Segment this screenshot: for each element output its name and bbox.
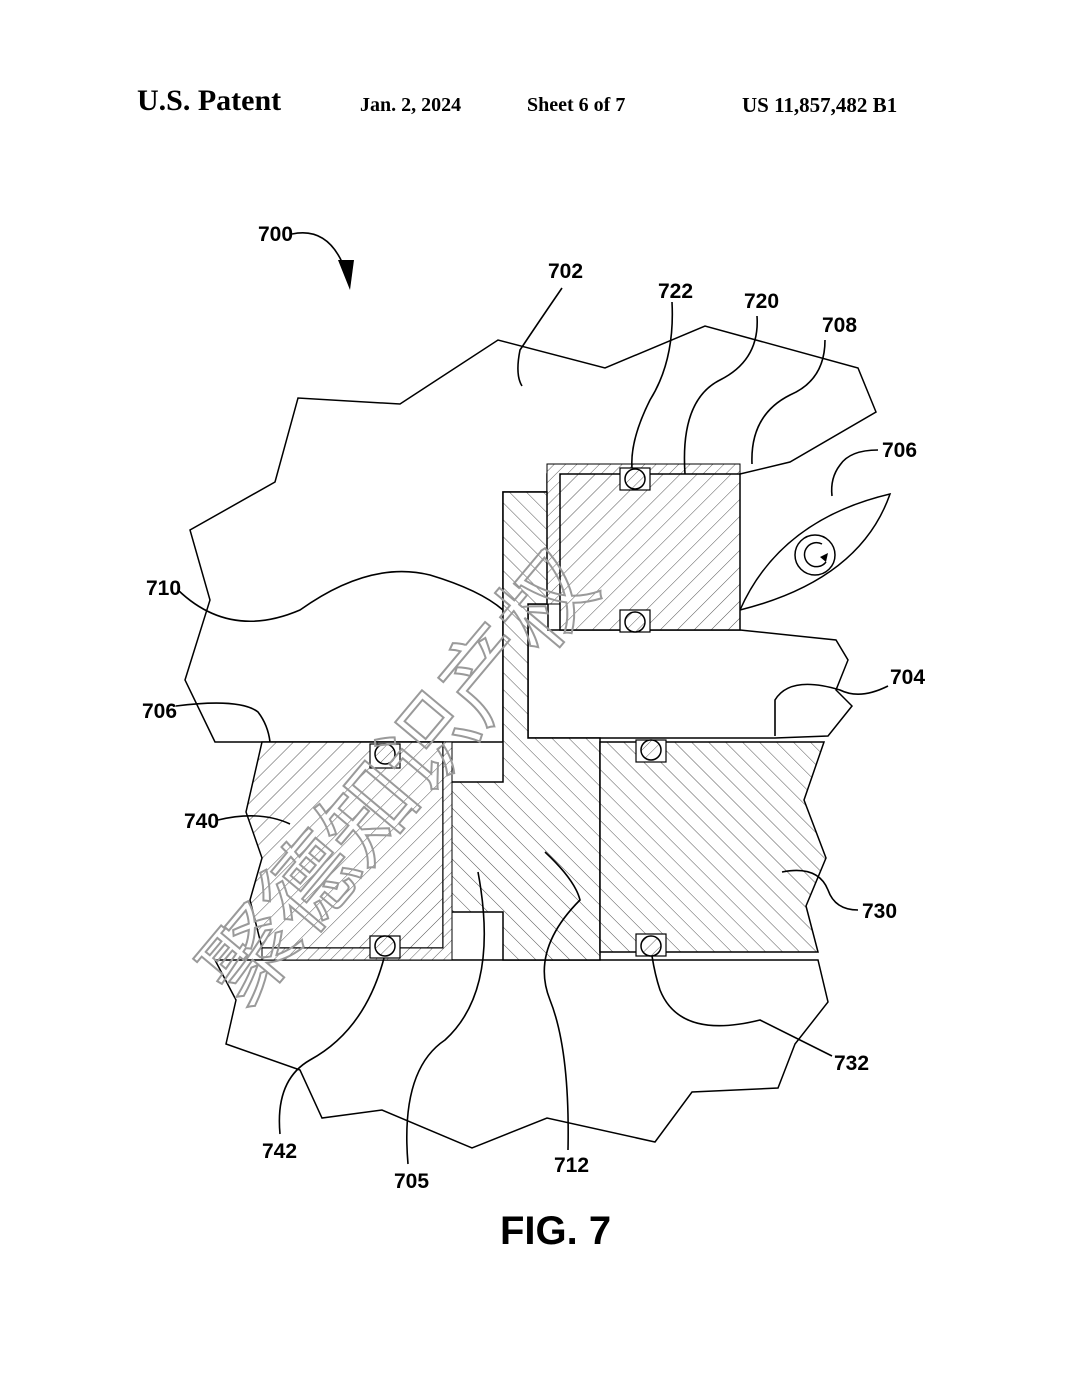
label-742: 742: [262, 1140, 297, 1163]
pin-704: [527, 603, 854, 739]
o-ring-740a: [369, 743, 401, 769]
label-732: 732: [834, 1052, 869, 1075]
cam-pivot: [794, 534, 836, 576]
o-ring-730a: [635, 739, 667, 763]
label-710: 710: [146, 577, 181, 600]
label-706-top: 706: [882, 439, 917, 462]
o-ring-722b: [619, 609, 651, 633]
label-712: 712: [554, 1154, 589, 1177]
label-705: 705: [394, 1170, 429, 1193]
block-730: [599, 741, 827, 953]
sheet-number: Sheet 6 of 7: [527, 94, 626, 116]
housing-lower: [213, 959, 829, 1149]
liner-742: [261, 741, 453, 961]
patent-number: US 11,857,482 B1: [742, 93, 898, 117]
o-ring-722: [619, 467, 651, 491]
label-720: 720: [744, 290, 779, 313]
label-740: 740: [184, 810, 219, 833]
label-704: 704: [890, 666, 925, 689]
label-708: 708: [822, 314, 857, 337]
label-700: 700: [258, 223, 293, 246]
leader-lines: [175, 232, 889, 1165]
o-ring-742: [369, 935, 401, 959]
label-706-left: 706: [142, 700, 177, 723]
label-730: 730: [862, 900, 897, 923]
patent-date: Jan. 2, 2024: [360, 94, 462, 116]
o-ring-732: [635, 933, 667, 957]
label-722: 722: [658, 280, 693, 303]
rotation-arrow-icon: [803, 541, 827, 568]
arrowhead-700: [338, 260, 354, 290]
patent-title: U.S. Patent: [137, 84, 282, 117]
figure-caption: FIG. 7: [500, 1209, 611, 1253]
label-702: 702: [548, 260, 583, 283]
